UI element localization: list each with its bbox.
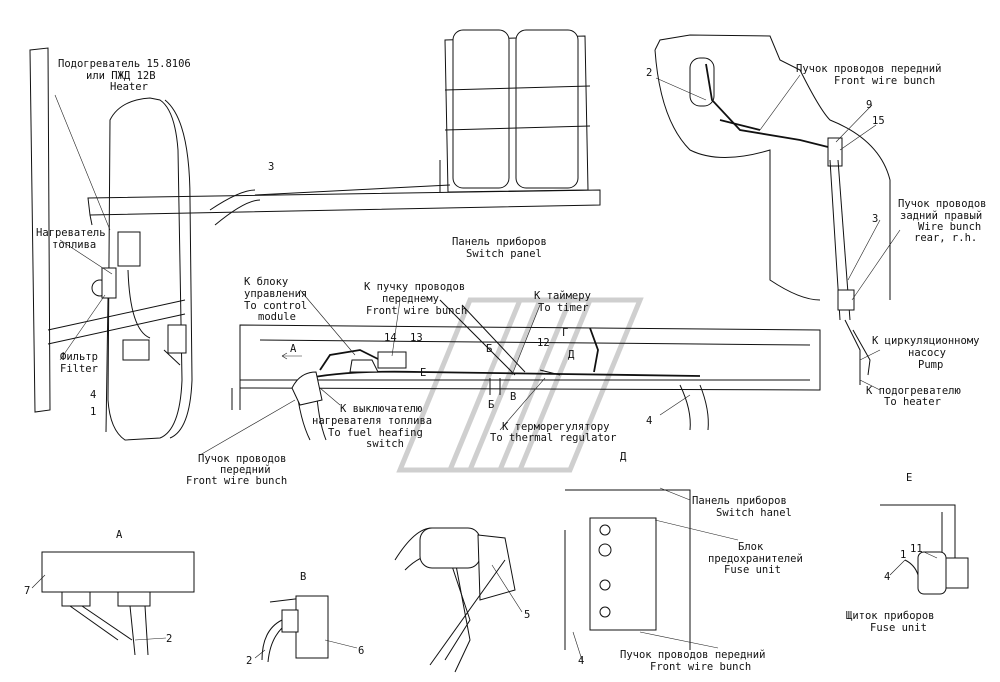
filter-label-en: Filter xyxy=(60,363,98,375)
to-switch-ru2: нагревателя топлива xyxy=(312,415,432,427)
fuse-ru2: предохранителей xyxy=(708,553,803,565)
frame-rail xyxy=(231,299,821,441)
to-timer-ru: К таймеру xyxy=(534,290,591,302)
arrow-b-top-letter: Б xyxy=(486,343,492,355)
rear-bunch-ru2: задний правый xyxy=(900,210,982,222)
callout-5: 5 xyxy=(524,609,530,621)
to-control-en2: module xyxy=(258,311,296,323)
heater-label-en: Heater xyxy=(110,81,148,93)
callout-14: 14 xyxy=(384,332,397,344)
arrow-b-bottom-letter: Б xyxy=(488,399,494,411)
view-g xyxy=(394,527,516,673)
to-switch-ru1: К выключателю xyxy=(340,403,422,415)
to-control-ru2: управления xyxy=(244,288,307,300)
to-pump-en: Pump xyxy=(918,359,943,371)
switch-panel-top-ru: Панель приборов xyxy=(452,236,547,248)
arrow-g-letter: Г xyxy=(562,327,568,339)
callout-1-e: 1 xyxy=(900,549,906,561)
to-pump-ru2: насосу xyxy=(908,347,946,359)
view-letters: А Б Б В Г Д Е Д А В Е xyxy=(116,327,912,583)
top-right-bunch-en: Front wire bunch xyxy=(834,75,935,87)
caption-d-letter: Д xyxy=(620,451,627,463)
to-thermo-en: To thermal regulator xyxy=(490,432,616,444)
front-bunch-left-en: Front wire bunch xyxy=(186,475,287,487)
view-a-title: А xyxy=(116,529,123,541)
labels: Подогреватель 15.8106 или ПЖД 12В Heater… xyxy=(36,58,987,673)
to-heater-en: To heater xyxy=(884,396,941,408)
callout-3-right: 3 xyxy=(872,213,878,225)
panel-bottom-ru: Панель приборов xyxy=(692,495,787,507)
to-timer-en: To timer xyxy=(538,302,589,314)
top-right-bunch-ru: Пучок проводов передний xyxy=(796,63,941,75)
to-pump-ru1: К циркуляционному xyxy=(872,335,979,347)
arrow-a-letter: А xyxy=(290,343,297,355)
fuel-heater-label-ru2: топлива xyxy=(52,239,96,251)
callout-12: 12 xyxy=(537,337,550,349)
fuse-en: Fuse unit xyxy=(724,564,781,576)
arrow-d-letter: Д xyxy=(568,349,575,361)
callout-4-d: 4 xyxy=(578,655,584,667)
switch-panel-top-en: Switch panel xyxy=(466,248,542,260)
fuel-heater-label-ru1: Нагреватель xyxy=(36,227,106,239)
to-front-bunch-en: Front wire bunch xyxy=(366,305,467,317)
callout-4-left: 4 xyxy=(90,389,96,401)
filter-label-ru: Фильтр xyxy=(60,351,98,363)
callout-11: 11 xyxy=(910,543,923,555)
rear-bunch-en2: rear, r.h. xyxy=(914,232,977,244)
front-bunch-bottom-en: Front wire bunch xyxy=(650,661,751,673)
arrow-e-letter: Е xyxy=(420,367,426,379)
fuse-ru1: Блок xyxy=(738,541,764,553)
to-front-bunch-ru2: переднему xyxy=(382,293,439,305)
callout-13: 13 xyxy=(410,332,423,344)
panel-bottom-en: Switch hanel xyxy=(716,507,792,519)
left-assembly xyxy=(29,47,601,441)
shield-en: Fuse unit xyxy=(870,622,927,634)
battery-box xyxy=(254,29,591,196)
heater-label-ru1: Подогреватель 15.8106 xyxy=(58,58,191,70)
heater-label-ru2: или ПЖД 12В xyxy=(86,70,156,82)
shield-ru: Щиток приборов xyxy=(846,610,935,622)
front-bunch-bottom-ru: Пучок проводов передний xyxy=(620,649,765,661)
to-control-ru1: К блоку xyxy=(244,276,288,288)
view-e-title: Е xyxy=(906,472,912,484)
to-switch-en1: To fuel heafing xyxy=(328,427,423,439)
callout-4-e: 4 xyxy=(884,571,890,583)
view-v-title: В xyxy=(300,571,306,583)
rear-bunch-en1: Wire bunch xyxy=(918,221,981,233)
callout-3-left: 3 xyxy=(268,161,274,173)
view-a xyxy=(41,551,195,656)
view-v xyxy=(261,595,329,663)
callout-2-top: 2 xyxy=(646,67,652,79)
view-e xyxy=(880,504,969,595)
callout-numbers: 3 4 1 14 13 12 4 2 9 15 3 7 2 2 6 5 4 11… xyxy=(24,67,923,667)
callout-6: 6 xyxy=(358,645,364,657)
to-front-bunch-ru1: К пучку проводов xyxy=(364,281,465,293)
view-d xyxy=(564,489,691,650)
callout-4-mid: 4 xyxy=(646,415,652,427)
to-control-en1: To control xyxy=(244,300,307,312)
arrow-v-letter: В xyxy=(510,391,516,403)
front-bunch-left-ru1: Пучок проводов xyxy=(198,453,287,465)
right-assembly xyxy=(654,34,891,385)
watermark-logo xyxy=(396,297,644,473)
front-bunch-left-ru2: передний xyxy=(220,464,271,476)
callout-7: 7 xyxy=(24,585,30,597)
to-heater-ru: К подогревателю xyxy=(866,385,961,397)
callout-1-left: 1 xyxy=(90,406,96,418)
rear-bunch-ru1: Пучок проводов xyxy=(898,198,987,210)
to-switch-en2: switch xyxy=(366,438,404,450)
leader-lines xyxy=(31,74,938,661)
to-thermo-ru: К терморегулятору xyxy=(502,421,609,433)
callout-9: 9 xyxy=(866,99,872,111)
callout-15: 15 xyxy=(872,115,885,127)
callout-2-a: 2 xyxy=(166,633,172,645)
callout-2-v: 2 xyxy=(246,655,252,667)
